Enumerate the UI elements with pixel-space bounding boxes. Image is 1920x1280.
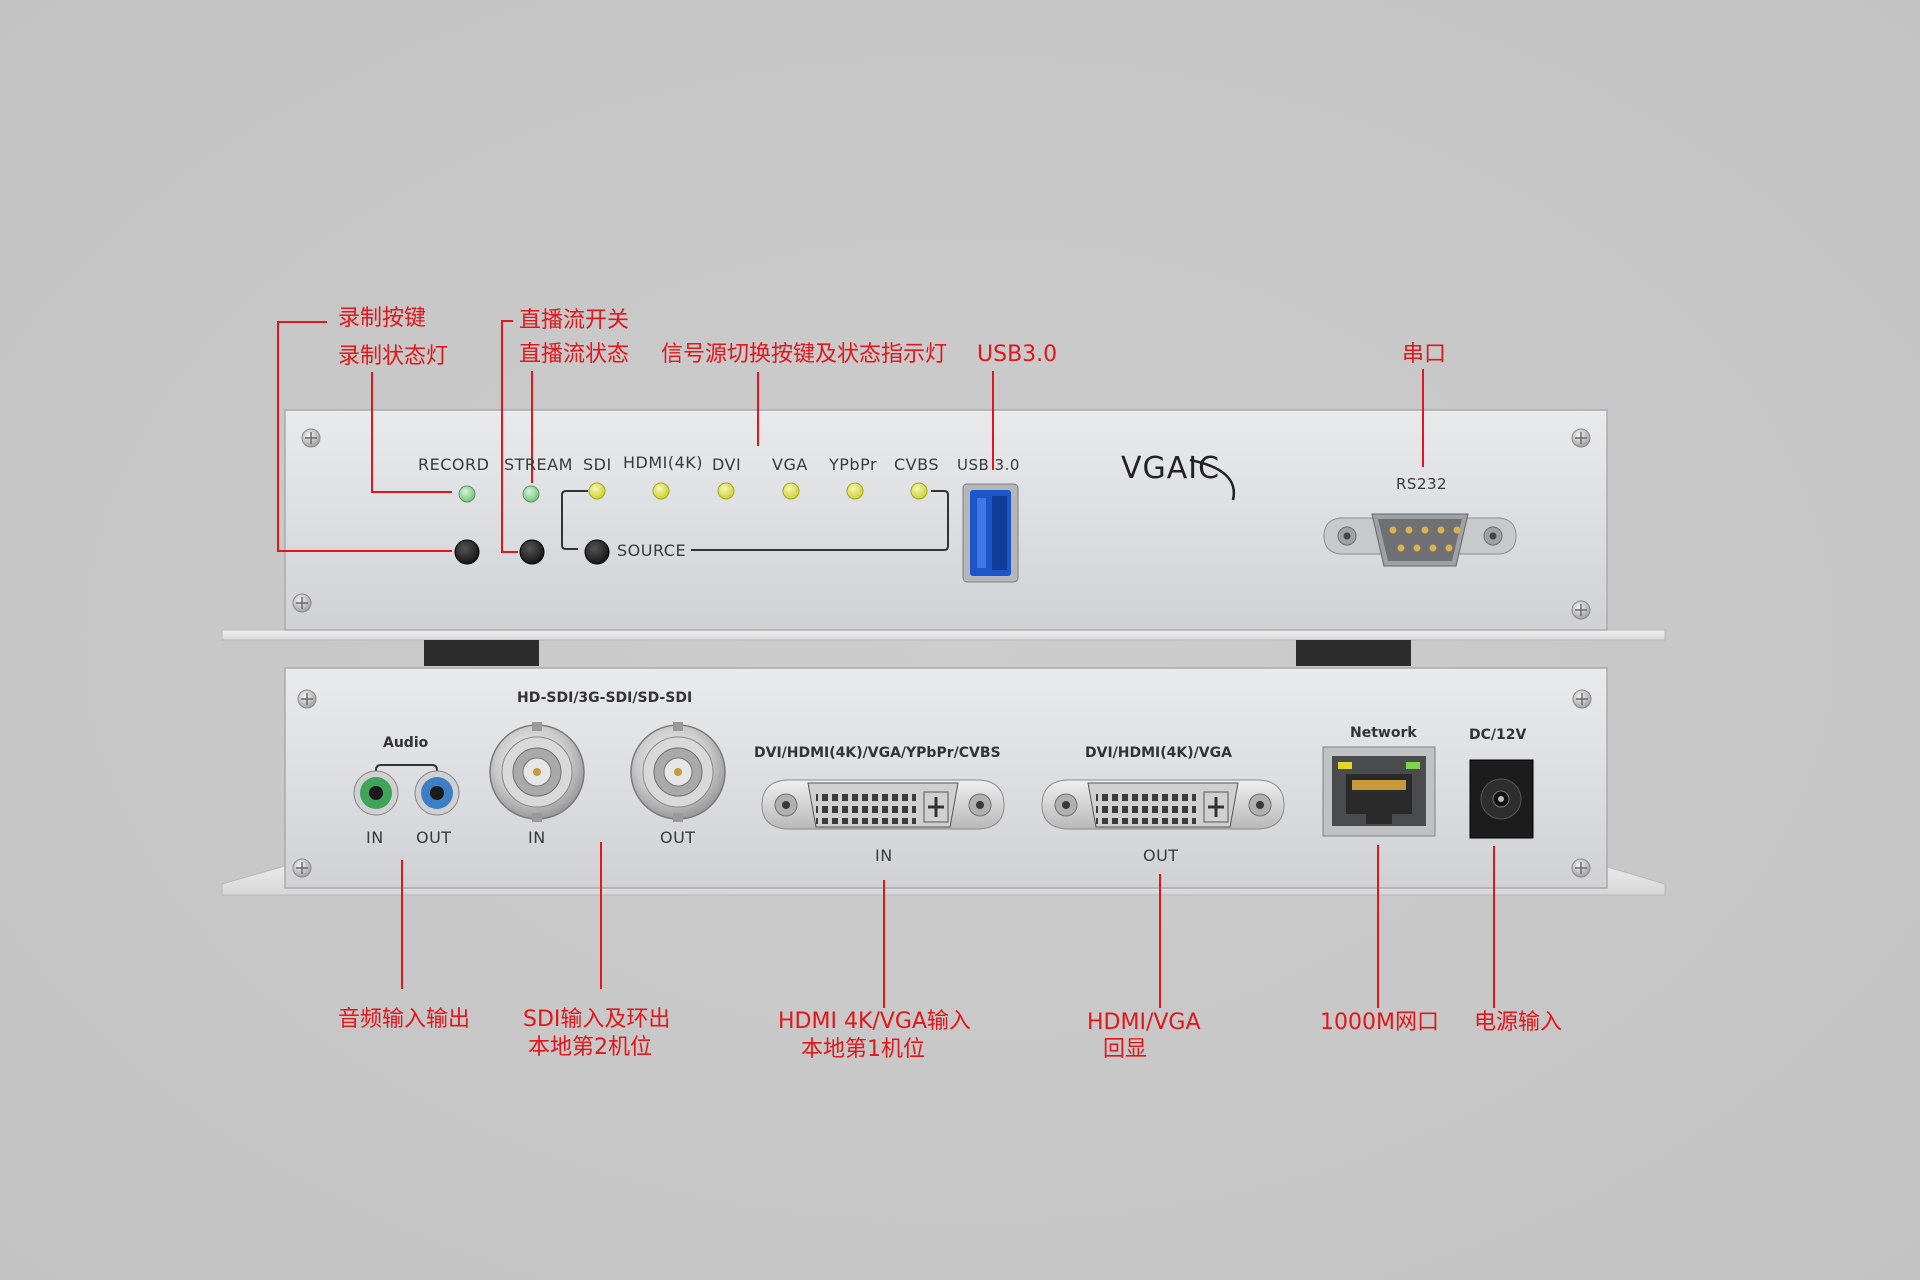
usb-label: USB 3.0 xyxy=(957,456,1020,474)
vga-label: VGA xyxy=(772,455,808,474)
dvi-label: DVI xyxy=(712,455,742,474)
record-label: RECORD xyxy=(418,455,490,474)
rear-unit xyxy=(221,667,1666,896)
stream-status-led xyxy=(522,485,540,503)
dvi-out-label: OUT xyxy=(1143,846,1179,865)
audio-in-label: IN xyxy=(366,828,384,847)
callout-audio: 音频输入输出 xyxy=(338,1007,471,1032)
callout-source-switch: 信号源切换按键及状态指示灯 xyxy=(661,342,948,367)
rs232-port-icon[interactable] xyxy=(1323,513,1517,567)
callout-sdi-line1: SDI输入及环出 xyxy=(523,1007,671,1032)
dvi-in-port-icon[interactable] xyxy=(761,779,1005,830)
dc-label: DC/12V xyxy=(1469,727,1527,743)
dvi-out-title: DVI/HDMI(4K)/VGA xyxy=(1085,745,1232,761)
usb-port-icon[interactable] xyxy=(962,483,1019,583)
dvi-in-label: IN xyxy=(875,846,893,865)
dc-power-jack-icon[interactable] xyxy=(1469,759,1534,839)
callout-hdmi-out-line1: HDMI/VGA xyxy=(1087,1010,1201,1035)
rs232-label: RS232 xyxy=(1396,475,1448,493)
callout-hdmi-out-line2: 回显 xyxy=(1103,1037,1148,1062)
callout-lines xyxy=(277,320,1495,1008)
hdmi4k-label: HDMI(4K) xyxy=(623,453,704,472)
record-button[interactable] xyxy=(454,539,480,565)
source-button[interactable] xyxy=(584,539,610,565)
dvi-in-title: DVI/HDMI(4K)/VGA/YPbPr/CVBS xyxy=(754,745,1001,761)
audio-out-label: OUT xyxy=(416,828,452,847)
brand-swoosh-icon xyxy=(1189,458,1236,501)
stream-label: STREAM xyxy=(504,455,573,474)
network-port-icon[interactable] xyxy=(1322,746,1436,837)
front-unit xyxy=(221,409,1666,666)
callout-record-status: 录制状态灯 xyxy=(338,344,449,369)
cvbs-label: CVBS xyxy=(894,455,939,474)
sdi-group-label: HD-SDI/3G-SDI/SD-SDI xyxy=(517,690,693,706)
record-status-led xyxy=(458,485,476,503)
sdi-out-bnc-icon[interactable] xyxy=(630,722,726,822)
callout-hdmi-in-line1: HDMI 4K/VGA输入 xyxy=(778,1009,971,1034)
audio-in-jack-icon[interactable] xyxy=(353,770,399,816)
network-label: Network xyxy=(1350,725,1417,741)
brand-logo: VGAIC xyxy=(1121,451,1221,486)
callout-hdmi-in-line2: 本地第1机位 xyxy=(801,1037,925,1062)
callout-usb: USB3.0 xyxy=(977,342,1058,367)
source-status-leds xyxy=(588,482,928,500)
audio-out-jack-icon[interactable] xyxy=(414,770,460,816)
callout-network: 1000M网口 xyxy=(1320,1010,1439,1035)
dvi-out-port-icon[interactable] xyxy=(1041,779,1285,830)
callout-stream-switch: 直播流开关 xyxy=(519,308,630,333)
callout-stream-status: 直播流状态 xyxy=(519,342,630,367)
sdi-in-label: IN xyxy=(528,828,546,847)
callout-serial: 串口 xyxy=(1402,342,1447,367)
screw-icon xyxy=(292,689,1592,878)
stream-button[interactable] xyxy=(519,539,545,565)
callout-power: 电源输入 xyxy=(1474,1010,1563,1035)
sdi-out-label: OUT xyxy=(660,828,696,847)
sdi-in-bnc-icon[interactable] xyxy=(489,722,585,822)
callout-sdi-line2: 本地第2机位 xyxy=(528,1035,652,1060)
audio-label: Audio xyxy=(383,735,429,751)
screw-icon xyxy=(292,428,1591,620)
callout-record-button: 录制按键 xyxy=(338,306,427,331)
ypbpr-label: YPbPr xyxy=(829,455,878,474)
sdi-label: SDI xyxy=(583,455,612,474)
source-label: SOURCE xyxy=(617,541,687,560)
